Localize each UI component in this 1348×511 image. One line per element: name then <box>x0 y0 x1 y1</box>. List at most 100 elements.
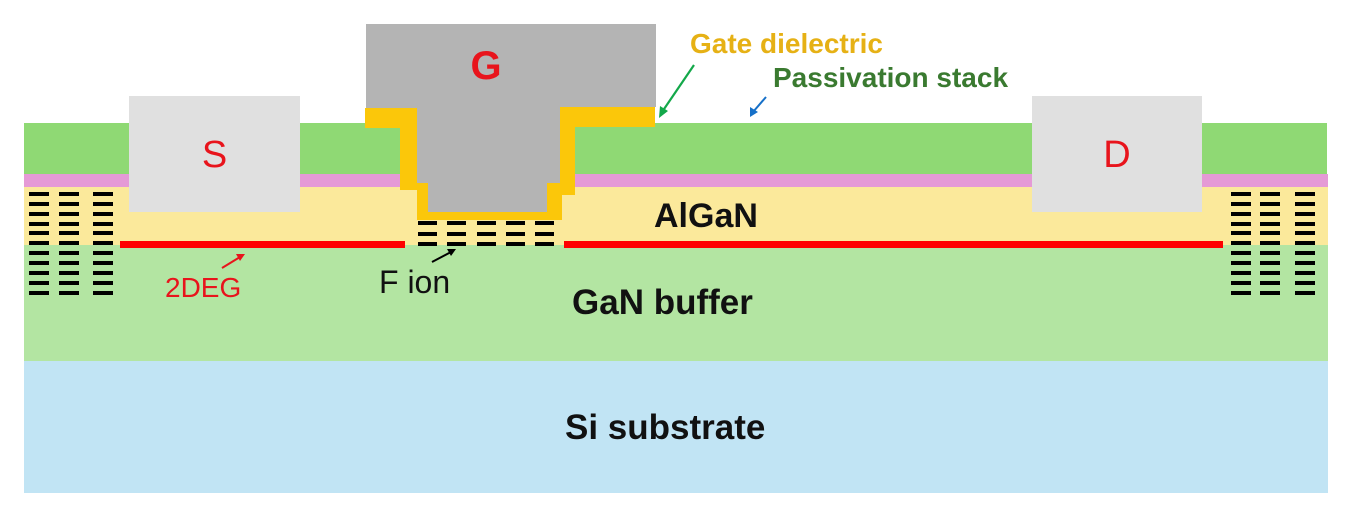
isolation-implant-dash-left <box>29 222 49 226</box>
isolation-implant-dash-left <box>59 202 79 206</box>
passivation-arrowhead <box>750 107 758 117</box>
si-substrate-layer <box>24 361 1328 493</box>
isolation-implant-dash-left <box>59 251 79 255</box>
isolation-implant-dash-left <box>93 192 113 196</box>
gate-dielectric-arrowhead <box>659 106 668 118</box>
isolation-implant-dash-right <box>1231 212 1251 216</box>
drain-label: D <box>1103 134 1131 176</box>
isolation-implant-dash-right <box>1231 281 1251 285</box>
isolation-implant-dash-left <box>59 281 79 285</box>
isolation-implant-dash-left <box>93 261 113 265</box>
isolation-implant-dash-left <box>29 261 49 265</box>
source-contact[interactable]: S <box>129 96 300 212</box>
isolation-implant-dash-right <box>1295 212 1315 216</box>
2deg-arrow <box>221 256 241 269</box>
isolation-implant-dash-right <box>1295 231 1315 235</box>
isolation-implant-dash-right <box>1295 192 1315 196</box>
isolation-implant-dash-left <box>93 241 113 245</box>
isolation-implant-dash-right <box>1231 261 1251 265</box>
isolation-implant-dash-left <box>29 251 49 255</box>
f-ion-dash <box>535 232 554 236</box>
isolation-implant-dash-right <box>1260 271 1280 275</box>
f-ion-dash <box>418 221 437 225</box>
isolation-implant-dash-right <box>1260 281 1280 285</box>
isolation-implant-dash-left <box>59 212 79 216</box>
gan-buffer-layer <box>24 245 1328 361</box>
isolation-implant-dash-right <box>1231 241 1251 245</box>
drain-contact[interactable]: D <box>1032 96 1202 212</box>
isolation-implant-dash-left <box>29 291 49 295</box>
isolation-implant-dash-right <box>1231 271 1251 275</box>
algan-label: AlGaN <box>654 197 758 235</box>
isolation-implant-dash-left <box>29 202 49 206</box>
isolation-implant-dash-left <box>29 212 49 216</box>
isolation-implant-dash-left <box>29 241 49 245</box>
isolation-implant-dash-left <box>29 281 49 285</box>
f-ion-dash <box>506 242 525 246</box>
isolation-implant-dash-left <box>93 251 113 255</box>
f-ion-dash <box>418 242 437 246</box>
isolation-implant-dash-left <box>93 222 113 226</box>
isolation-implant-dash-right <box>1295 271 1315 275</box>
isolation-implant-dash-left <box>59 222 79 226</box>
isolation-implant-dash-right <box>1231 251 1251 255</box>
isolation-implant-dash-right <box>1231 202 1251 206</box>
isolation-implant-dash-right <box>1260 222 1280 226</box>
gate-dielectric <box>365 107 655 220</box>
source-label: S <box>201 134 228 176</box>
isolation-implant-dash-left <box>93 202 113 206</box>
f-ion-dash <box>477 221 496 225</box>
isolation-implant-dash-left <box>29 192 49 196</box>
isolation-implant-dash-right <box>1260 291 1280 295</box>
isolation-implant-dash-left <box>59 291 79 295</box>
isolation-implant-dash-right <box>1295 261 1315 265</box>
2deg-channel-left <box>120 241 405 248</box>
si-substrate-label: Si substrate <box>565 408 766 447</box>
isolation-implant-dash-right <box>1295 251 1315 255</box>
isolation-implant-dash-right <box>1231 192 1251 196</box>
isolation-implant-dash-right <box>1231 231 1251 235</box>
isolation-implant-dash-left <box>93 271 113 275</box>
isolation-implant-dash-right <box>1295 241 1315 245</box>
isolation-implant-dash-left <box>93 281 113 285</box>
isolation-implant-dash-right <box>1295 222 1315 226</box>
isolation-implant-dash-right <box>1260 251 1280 255</box>
gan-buffer-label: GaN buffer <box>572 283 753 322</box>
f-ion-dash <box>447 242 466 246</box>
gate-dielectric-annotation: Gate dielectric <box>690 28 883 59</box>
isolation-implant-dash-left <box>93 291 113 295</box>
isolation-implant-dash-left <box>59 192 79 196</box>
f-ion-dash <box>418 232 437 236</box>
f-ion-dash <box>535 242 554 246</box>
f-ion-dash <box>447 232 466 236</box>
isolation-implant-dash-left <box>59 271 79 275</box>
isolation-implant-dash-right <box>1231 291 1251 295</box>
isolation-implant-dash-right <box>1260 202 1280 206</box>
passivation-annotation: Passivation stack <box>773 62 1009 93</box>
isolation-implant-dash-left <box>29 271 49 275</box>
f-ion-dash <box>477 242 496 246</box>
gate-metal[interactable] <box>366 24 656 212</box>
f-ion-arrow <box>431 251 452 263</box>
2deg-channel-right <box>564 241 1223 248</box>
isolation-implant-dash-right <box>1295 281 1315 285</box>
interlayer <box>24 174 1328 187</box>
2deg-arrowhead <box>236 254 245 261</box>
isolation-implant-dash-left <box>59 261 79 265</box>
isolation-implant-dash-left <box>93 231 113 235</box>
isolation-implant-dash-right <box>1260 261 1280 265</box>
f-ion-arrowhead <box>447 249 456 256</box>
f-ion-dash <box>447 221 466 225</box>
2deg-annotation: 2DEG <box>165 272 242 303</box>
f-ion-dash <box>506 221 525 225</box>
isolation-implant-dash-right <box>1260 192 1280 196</box>
f-ion-dash <box>535 221 554 225</box>
isolation-implant-dash-right <box>1295 202 1315 206</box>
isolation-implant-dash-right <box>1295 291 1315 295</box>
passivation-arrow <box>752 96 767 113</box>
isolation-implant-dash-left <box>59 231 79 235</box>
isolation-implant-dash-right <box>1231 222 1251 226</box>
isolation-implant-dash-right <box>1260 241 1280 245</box>
isolation-implant-dash-right <box>1260 212 1280 216</box>
